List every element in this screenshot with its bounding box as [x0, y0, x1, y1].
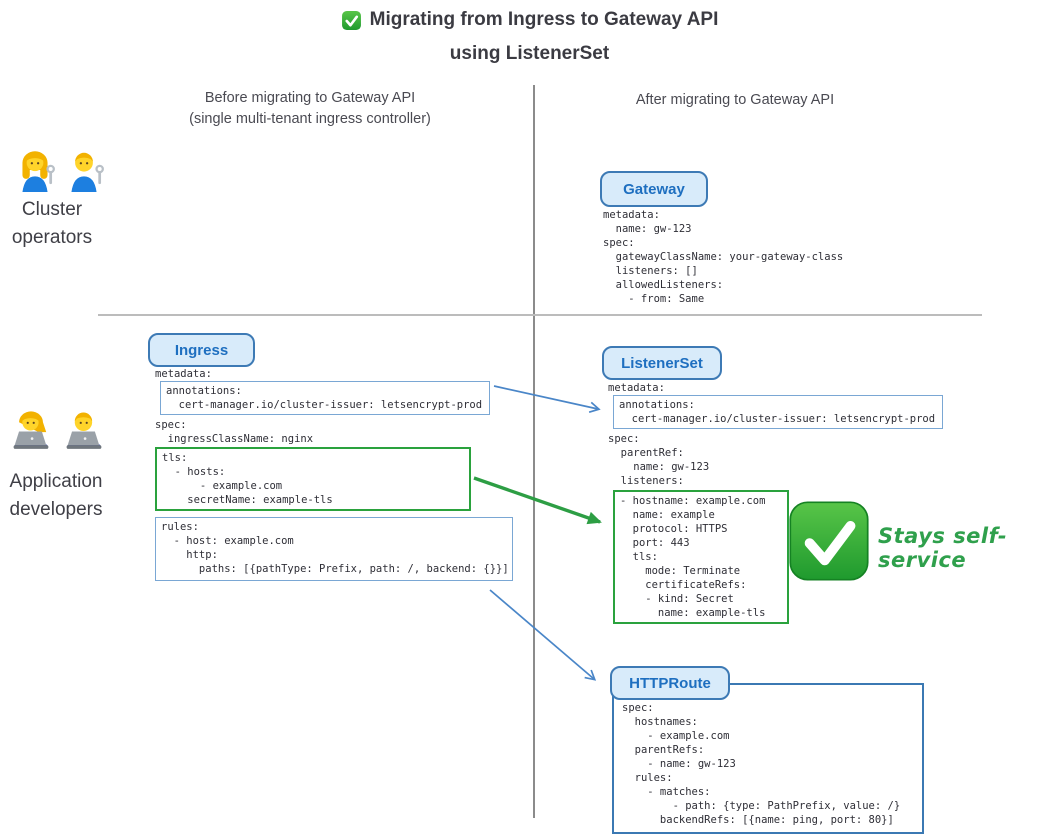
page-title-line1: Migrating from Ingress to Gateway API: [369, 9, 719, 30]
application-developers-icons: [6, 408, 109, 454]
ingress-chip-label: Ingress: [174, 341, 229, 359]
httproute-chip-label: HTTPRoute: [629, 674, 711, 692]
listenerset-annotations-box: annotations: cert-manager.io/cluster-iss…: [613, 395, 943, 429]
arrow-tls-to-listeners: [473, 476, 602, 525]
application-developers-label: Application developers: [0, 468, 112, 524]
man-technologist-icon: [59, 408, 109, 454]
woman-technologist-icon: [6, 408, 56, 454]
cluster-operators-icons: [12, 146, 107, 192]
column-header-after: After migrating to Gateway API: [540, 90, 930, 111]
man-mechanic-icon: [61, 146, 107, 192]
column-header-after-line1: After migrating to Gateway API: [635, 92, 835, 108]
gateway-yaml: metadata: name: gw-123 spec: gatewayClas…: [603, 209, 844, 305]
column-header-before-line2: (single multi-tenant ingress controller): [189, 111, 431, 127]
httproute-box: [612, 683, 924, 834]
stays-self-service-note: Stays self-service: [878, 524, 1008, 572]
divider-vertical: [533, 85, 535, 818]
ingress-metadata-line: metadata:: [155, 368, 212, 380]
page-title: Migrating from Ingress to Gateway API us…: [0, 6, 1059, 68]
gateway-chip-label: Gateway: [623, 180, 685, 198]
ingress-rules-box: rules: - host: example.com http: paths: …: [155, 517, 513, 581]
application-developers-line1: Application: [9, 471, 103, 492]
listenerset-chip-label: ListenerSet: [621, 354, 703, 372]
httproute-chip: HTTPRoute: [610, 666, 730, 700]
application-developers-line2: developers: [9, 499, 103, 520]
listenerset-metadata-line: metadata:: [608, 382, 665, 394]
ingress-chip: Ingress: [148, 333, 255, 367]
cluster-operators-line2: operators: [11, 227, 93, 248]
httproute-yaml: spec: hostnames: - example.com parentRef…: [622, 702, 901, 826]
check-mark-button-icon: [341, 10, 362, 31]
woman-mechanic-icon: [12, 146, 58, 192]
ingress-annotations-box: annotations: cert-manager.io/cluster-iss…: [160, 381, 490, 415]
page-title-line2: using ListenerSet: [449, 42, 610, 64]
listenerset-spec-lines: spec: parentRef: name: gw-123 listeners:: [608, 433, 710, 487]
listenerset-listeners-box: - hostname: example.com name: example pr…: [613, 490, 789, 624]
arrow-annotations: [493, 385, 601, 413]
divider-horizontal: [98, 314, 982, 316]
arrow-rules-to-httproute: [489, 589, 597, 681]
cluster-operators-line1: Cluster: [21, 199, 83, 220]
ingress-spec-lines: spec: ingressClassName: nginx: [155, 419, 314, 445]
ingress-tls-box: tls: - hosts: - example.com secretName: …: [155, 447, 471, 511]
check-mark-button-icon-large: [786, 498, 872, 584]
column-header-before-line1: Before migrating to Gateway API: [204, 90, 416, 106]
cluster-operators-label: Cluster operators: [0, 196, 104, 252]
column-header-before: Before migrating to Gateway API (single …: [95, 88, 525, 130]
gateway-chip: Gateway: [600, 171, 708, 207]
listenerset-chip: ListenerSet: [602, 346, 722, 380]
